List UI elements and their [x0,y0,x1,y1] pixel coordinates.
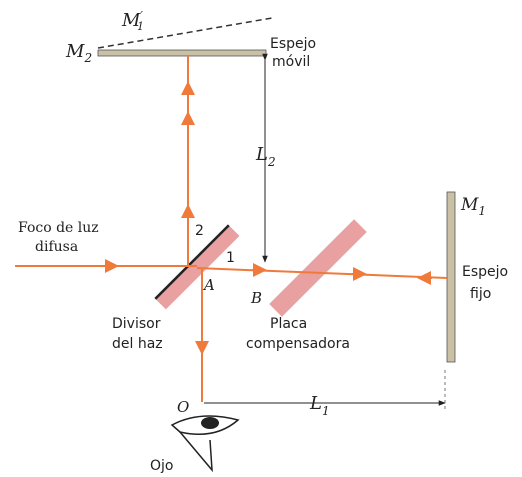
label-point-a: A [202,276,215,294]
label-ray-2: 2 [195,223,204,239]
label-placa-2: compensadora [246,336,350,352]
label-espejo-fijo-1: Espejo [462,264,508,280]
label-l1: L1 [309,393,330,418]
label-espejo-fijo-2: fijo [470,286,491,302]
label-divisor-2: del haz [112,336,163,352]
label-m1-prime: M′1 [121,9,144,33]
label-ojo: Ojo [150,458,173,474]
movable-mirror-m2 [97,49,267,57]
label-espejo-movil-2: móvil [272,54,310,70]
label-espejo-movil-1: Espejo [270,36,316,52]
ray-horizontal [196,267,448,279]
label-l2: L2 [255,144,276,169]
label-placa-1: Placa [270,316,307,332]
label-foco-2: difusa [35,239,78,255]
label-point-o: O [177,398,189,416]
label-m2: M2 [65,41,92,65]
compensator-plate [269,219,367,317]
label-divisor-1: Divisor [112,316,161,332]
label-m1: M1 [460,195,486,218]
label-ray-1: 1 [226,250,235,266]
fixed-mirror-m1 [446,191,456,363]
label-foco-1: Foco de luz [18,220,99,236]
eye-icon [170,415,240,473]
label-point-b: B [250,289,262,307]
